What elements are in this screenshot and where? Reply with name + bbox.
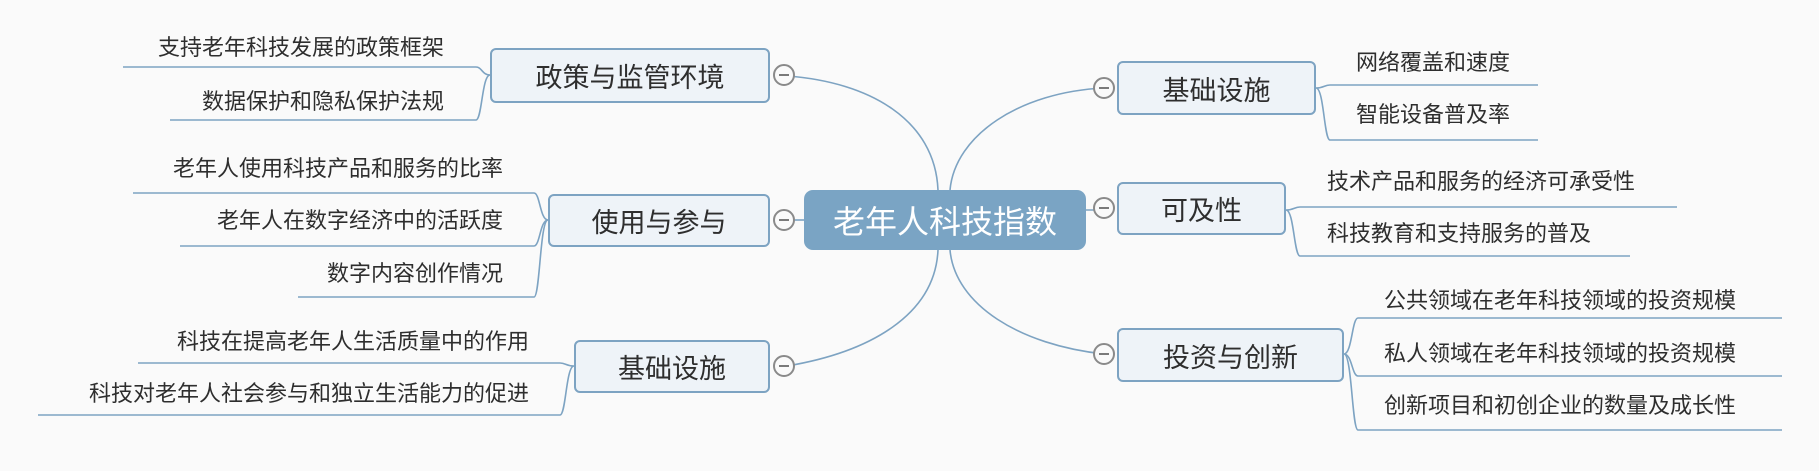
leaf-usage-2[interactable]: 老年人在数字经济中的活跃度 <box>216 209 503 234</box>
leaf-access-2[interactable]: 科技教育和支持服务的普及 <box>1327 222 1592 247</box>
collapse-access-icon[interactable] <box>1093 197 1115 219</box>
branch-infra-label: 基础设施 <box>1162 75 1271 107</box>
collapse-policy-icon[interactable] <box>773 64 795 86</box>
connector-access-leaves <box>1285 206 1677 257</box>
leaf-usage-3[interactable]: 数字内容创作情况 <box>326 262 503 287</box>
leaf-infra-2[interactable]: 智能设备普及率 <box>1356 103 1511 128</box>
central-topic-label: 老年人科技指数 <box>832 203 1057 241</box>
leaf-invest-2[interactable]: 私人领域在老年科技领域的投资规模 <box>1384 342 1737 367</box>
branch-invest[interactable]: 投资与创新 <box>1117 328 1344 382</box>
leaf-infra-1[interactable]: 网络覆盖和速度 <box>1356 51 1511 76</box>
collapse-infra-icon[interactable] <box>1093 77 1115 99</box>
connector-center-impact <box>786 249 939 367</box>
leaf-policy-2[interactable]: 数据保护和隐私保护法规 <box>201 90 444 115</box>
leaf-usage-1[interactable]: 老年人使用科技产品和服务的比率 <box>172 157 503 182</box>
branch-impact-label: 基础设施 <box>618 354 726 385</box>
leaf-impact-2[interactable]: 科技对老年人社会参与和独立生活能力的促进 <box>88 382 529 407</box>
branch-access[interactable]: 可及性 <box>1117 182 1286 235</box>
branch-impact[interactable]: 基础设施 <box>574 340 770 393</box>
branch-usage-label: 使用与参与 <box>591 208 727 239</box>
central-topic[interactable]: 老年人科技指数 <box>804 190 1086 250</box>
connector-center-invest <box>949 249 1105 355</box>
leaf-impact-1[interactable]: 科技在提高老年人生活质量中的作用 <box>176 330 529 355</box>
leaf-policy-1[interactable]: 支持老年科技发展的政策框架 <box>157 36 444 61</box>
connector-center-infra <box>949 87 1105 191</box>
connector-center-policy <box>786 75 939 191</box>
connector-policy-leaves <box>123 66 491 121</box>
connector-impact-leaves <box>38 362 575 416</box>
leaf-invest-1[interactable]: 公共领域在老年科技领域的投资规模 <box>1384 289 1737 314</box>
collapse-impact-icon[interactable] <box>773 355 795 377</box>
branch-access-label: 可及性 <box>1161 196 1242 227</box>
collapse-invest-icon[interactable] <box>1093 343 1115 365</box>
connector-infra-leaves <box>1315 84 1538 141</box>
leaf-invest-3[interactable]: 创新项目和初创企业的数量及成长性 <box>1384 394 1737 419</box>
branch-usage[interactable]: 使用与参与 <box>548 194 770 247</box>
branch-policy-label: 政策与监管环境 <box>535 63 725 94</box>
connector-usage-leaves <box>133 192 549 298</box>
branch-policy[interactable]: 政策与监管环境 <box>490 48 770 103</box>
connector-invest-leaves <box>1343 317 1782 431</box>
branch-infra[interactable]: 基础设施 <box>1117 61 1316 115</box>
branch-invest-label: 投资与创新 <box>1163 342 1298 374</box>
collapse-usage-icon[interactable] <box>773 209 795 231</box>
leaf-access-1[interactable]: 技术产品和服务的经济可承受性 <box>1327 170 1636 195</box>
